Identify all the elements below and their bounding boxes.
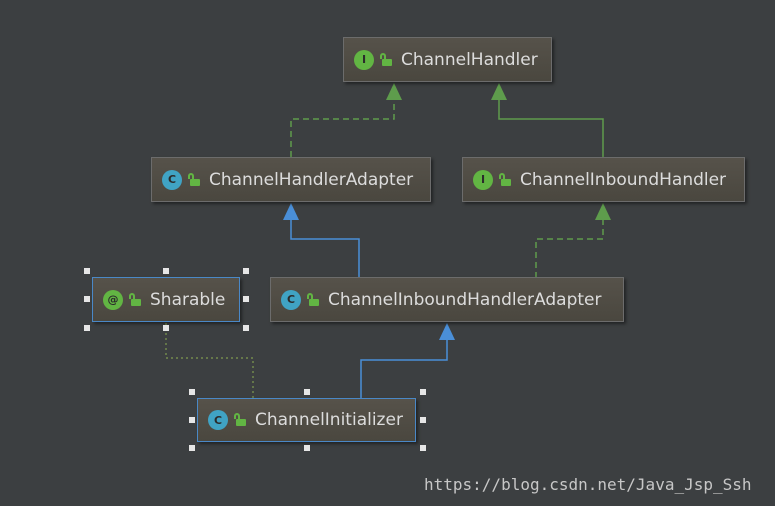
resize-handle[interactable] [304, 389, 310, 395]
resize-handle[interactable] [189, 445, 195, 451]
node-channel-handler-adapter[interactable]: C ChannelHandlerAdapter [151, 157, 431, 202]
node-label: ChannelInboundHandler [520, 169, 727, 190]
node-label: Sharable [150, 289, 226, 310]
public-lock-icon [498, 172, 512, 187]
edge-inbound-adapter-extends-adapter [290, 220, 360, 278]
resize-handle[interactable] [189, 417, 195, 423]
resize-handle[interactable] [163, 268, 169, 274]
resize-handle[interactable] [84, 325, 90, 331]
interface-icon: I [354, 49, 374, 70]
resize-handle[interactable] [243, 325, 249, 331]
edge-adapter-implements-handler [290, 100, 395, 157]
public-lock-icon [128, 292, 142, 307]
resize-handle[interactable] [243, 268, 249, 274]
arrowhead-green [491, 83, 507, 100]
edge-initializer-extends-inbound-adapter [360, 340, 448, 398]
public-lock-icon [379, 52, 393, 67]
public-lock-icon [306, 292, 320, 307]
resize-handle[interactable] [420, 389, 426, 395]
resize-handle[interactable] [84, 296, 90, 302]
resize-handle[interactable] [163, 325, 169, 331]
arrowhead-blue [439, 323, 455, 340]
class-icon: C [208, 410, 228, 430]
node-label: ChannelInboundHandlerAdapter [328, 289, 602, 310]
edge-inbound-adapter-implements-inbound [535, 220, 604, 278]
arrowhead-blue [283, 203, 299, 220]
watermark-url: https://blog.csdn.net/Java_Jsp_Ssh [424, 475, 752, 494]
edge-initializer-annotated-sharable [165, 322, 254, 398]
node-label: ChannelHandler [401, 49, 538, 70]
resize-handle[interactable] [420, 445, 426, 451]
node-label: ChannelInitializer [255, 410, 403, 430]
node-label: ChannelHandlerAdapter [209, 169, 414, 190]
node-channel-inbound-handler[interactable]: I ChannelInboundHandler [462, 157, 745, 202]
class-icon: C [281, 289, 301, 310]
resize-handle[interactable] [420, 417, 426, 423]
resize-handle[interactable] [189, 389, 195, 395]
public-lock-icon [187, 172, 201, 187]
resize-handle[interactable] [304, 445, 310, 451]
class-icon: C [162, 169, 182, 190]
edge-inbound-extends-handler [498, 100, 604, 157]
arrowhead-green [386, 83, 402, 100]
arrowhead-green [595, 203, 611, 220]
annotation-icon: @ [103, 289, 123, 310]
node-channel-inbound-handler-adapter[interactable]: C ChannelInboundHandlerAdapter [270, 277, 624, 322]
interface-icon: I [473, 169, 493, 190]
node-channel-initializer[interactable]: C ChannelInitializer [197, 398, 416, 442]
resize-handle[interactable] [243, 296, 249, 302]
resize-handle[interactable] [84, 268, 90, 274]
public-lock-icon [233, 413, 247, 427]
node-sharable[interactable]: @ Sharable [92, 277, 240, 322]
node-channel-handler[interactable]: I ChannelHandler [343, 37, 552, 82]
